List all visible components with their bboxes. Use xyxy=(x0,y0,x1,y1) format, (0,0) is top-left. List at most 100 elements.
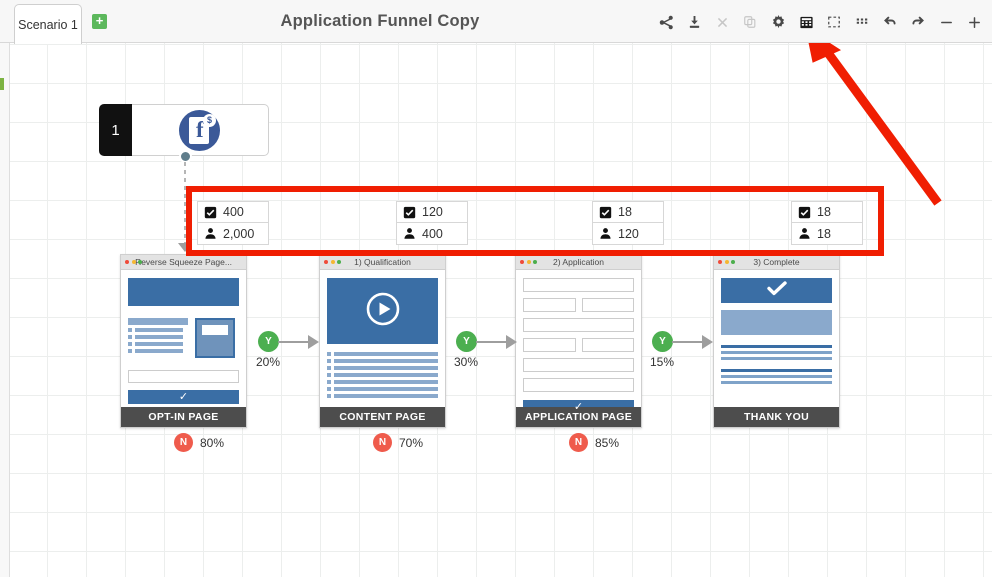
source-card[interactable]: $ xyxy=(132,104,269,156)
metric-visitors-row[interactable]: 120 xyxy=(592,223,664,245)
window-dots-icon xyxy=(324,260,341,264)
connector-yes[interactable]: Y 30% xyxy=(454,331,518,377)
metric-box[interactable]: 18 18 xyxy=(791,201,863,245)
metric-visitors-value: 120 xyxy=(618,226,639,241)
no-badge[interactable]: N xyxy=(569,433,588,452)
metric-box[interactable]: 400 2,000 xyxy=(197,201,269,245)
metric-visitors-row[interactable]: 18 xyxy=(791,223,863,245)
page-type-label: APPLICATION PAGE xyxy=(516,407,641,427)
connector-arrowhead xyxy=(308,335,319,349)
metric-box[interactable]: 120 400 xyxy=(396,201,468,245)
marquee-select-icon[interactable] xyxy=(820,9,848,35)
add-scenario-button[interactable]: + xyxy=(92,14,107,29)
plus-icon: + xyxy=(95,13,104,28)
connector-yes[interactable]: Y 15% xyxy=(650,331,714,377)
page-window: 1) Qualification xyxy=(319,254,446,428)
connector-arrowhead xyxy=(702,335,713,349)
copy-icon[interactable] xyxy=(736,9,764,35)
yes-badge[interactable]: Y xyxy=(652,331,673,352)
metric-conversions-value: 400 xyxy=(223,205,244,219)
metric-conversions-row[interactable]: 400 xyxy=(197,201,269,223)
person-icon xyxy=(798,227,811,240)
metric-box[interactable]: 18 120 xyxy=(592,201,664,245)
page-window: 2) Application ✓ xyxy=(515,254,642,428)
exit-rate-no[interactable]: N 80% xyxy=(174,433,224,452)
share-icon[interactable] xyxy=(652,9,680,35)
checkbox-checked-icon xyxy=(599,206,612,219)
connector-line xyxy=(278,340,311,343)
page-window-title: Reverse Squeeze Page... xyxy=(135,257,232,267)
metric-visitors-value: 18 xyxy=(817,226,831,241)
page-mock-thanks xyxy=(714,270,839,407)
scenario-tab[interactable]: Scenario 1 xyxy=(14,4,82,44)
check-glyph: ✓ xyxy=(573,400,584,413)
exit-percent: 70% xyxy=(399,435,424,450)
paid-badge: $ xyxy=(203,114,216,127)
page-window-title: 2) Application xyxy=(552,257,605,267)
metric-conversions-row[interactable]: 18 xyxy=(791,201,863,223)
facebook-icon: $ xyxy=(179,110,220,151)
funnel-page-node[interactable]: 3) Complete xyxy=(713,254,840,428)
metric-visitors-row[interactable]: 400 xyxy=(396,223,468,245)
checkbox-checked-icon xyxy=(798,206,811,219)
no-badge[interactable]: N xyxy=(373,433,392,452)
toolbar-icon-group xyxy=(652,9,988,35)
grid-icon[interactable] xyxy=(848,9,876,35)
download-icon[interactable] xyxy=(680,9,708,35)
checkbox-checked-icon xyxy=(403,206,416,219)
page-mock-form: ✓ xyxy=(516,270,641,414)
page-window-title: 3) Complete xyxy=(753,257,800,267)
close-icon[interactable] xyxy=(708,9,736,35)
left-panel-rail[interactable] xyxy=(0,43,10,577)
yes-badge[interactable]: Y xyxy=(258,331,279,352)
redo-icon[interactable] xyxy=(904,9,932,35)
window-dots-icon xyxy=(125,260,142,264)
funnel-canvas[interactable]: 1 $ 400 2,000 xyxy=(10,43,992,577)
window-dots-icon xyxy=(718,260,735,264)
connector-percent: 30% xyxy=(454,355,479,369)
funnel-page-node[interactable]: 2) Application ✓ xyxy=(515,254,642,428)
page-window-titlebar: Reverse Squeeze Page... xyxy=(121,255,246,270)
metric-visitors-value: 400 xyxy=(422,226,443,241)
metric-conversions-value: 18 xyxy=(817,205,831,219)
metric-conversions-value: 18 xyxy=(618,205,632,219)
person-icon xyxy=(403,227,416,240)
exit-rate-no[interactable]: N 85% xyxy=(569,433,619,452)
connector-line xyxy=(476,340,509,343)
undo-icon[interactable] xyxy=(876,9,904,35)
metric-conversions-row[interactable]: 120 xyxy=(396,201,468,223)
connector-yes[interactable]: Y 20% xyxy=(256,331,320,377)
calculator-icon[interactable] xyxy=(792,9,820,35)
connector-percent: 20% xyxy=(256,355,281,369)
connector-line xyxy=(672,340,705,343)
funnel-page-node[interactable]: 1) Qualification xyxy=(319,254,446,428)
exit-rate-no[interactable]: N 70% xyxy=(373,433,423,452)
window-dots-icon xyxy=(520,260,537,264)
zoom-out-icon[interactable] xyxy=(932,9,960,35)
gear-icon[interactable] xyxy=(764,9,792,35)
traffic-source-node[interactable]: 1 $ xyxy=(99,104,269,156)
zoom-in-icon[interactable] xyxy=(960,9,988,35)
play-icon xyxy=(365,291,401,332)
page-type-label: OPT-IN PAGE xyxy=(121,407,246,427)
funnel-page-node[interactable]: Reverse Squeeze Page... xyxy=(120,254,247,428)
metric-visitors-row[interactable]: 2,000 xyxy=(197,223,269,245)
yes-badge[interactable]: Y xyxy=(456,331,477,352)
connector-percent: 15% xyxy=(650,355,675,369)
check-glyph: ✓ xyxy=(178,390,189,403)
metric-visitors-value: 2,000 xyxy=(223,226,255,241)
page-type-label: THANK YOU xyxy=(714,407,839,427)
page-window: Reverse Squeeze Page... xyxy=(120,254,247,428)
success-check-icon xyxy=(766,280,788,301)
exit-percent: 80% xyxy=(200,435,225,450)
no-badge[interactable]: N xyxy=(174,433,193,452)
page-window-title: 1) Qualification xyxy=(354,257,411,267)
source-step-number: 1 xyxy=(99,104,132,156)
top-toolbar: Scenario 1 + Application Funnel Copy xyxy=(0,0,992,44)
page-title: Application Funnel Copy xyxy=(280,12,480,30)
source-step-number-label: 1 xyxy=(111,121,120,139)
panel-handle[interactable] xyxy=(0,78,4,90)
source-connector-arrow xyxy=(178,243,192,252)
metric-conversions-row[interactable]: 18 xyxy=(592,201,664,223)
exit-percent: 85% xyxy=(595,435,620,450)
